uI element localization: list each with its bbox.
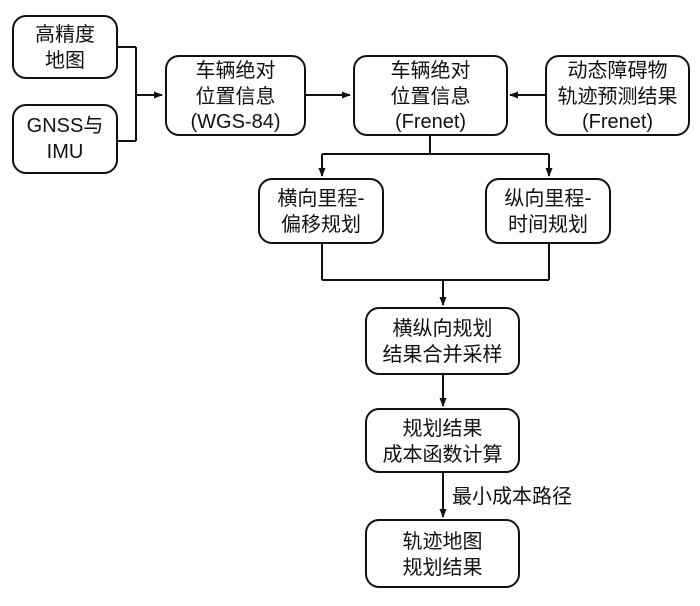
node-cost-function-line2: 成本函数计算 xyxy=(382,441,503,466)
node-final-result-line1: 轨迹地图 xyxy=(402,528,483,553)
node-lateral-planning-line1: 横向里程- xyxy=(277,186,365,210)
node-vehicle-position-frenet-line3: (Frenet) xyxy=(394,110,467,133)
node-vehicle-position-wgs84-line1: 车辆绝对 xyxy=(195,57,276,82)
node-obstacle-prediction-line3: (Frenet) xyxy=(581,110,654,133)
node-vehicle-position-wgs84-line2: 位置信息 xyxy=(195,83,276,108)
node-cost-function: 规划结果 成本函数计算 xyxy=(365,408,520,473)
node-cost-function-line1: 规划结果 xyxy=(402,415,483,440)
node-gnss-imu-line1: GNSS与 xyxy=(26,115,104,137)
node-longitudinal-planning: 纵向里程- 时间规划 xyxy=(485,178,611,244)
node-vehicle-position-wgs84-line3: (WGS-84) xyxy=(190,110,281,133)
node-final-result: 轨迹地图 规划结果 xyxy=(365,519,520,588)
node-lateral-planning: 横向里程- 偏移规划 xyxy=(258,178,384,244)
node-hd-map-line1: 高精度 xyxy=(35,22,95,46)
node-vehicle-position-frenet: 车辆绝对 位置信息 (Frenet) xyxy=(353,55,508,136)
node-vehicle-position-wgs84: 车辆绝对 位置信息 (WGS-84) xyxy=(165,55,306,136)
node-longitudinal-planning-line1: 纵向里程- xyxy=(504,186,592,210)
node-final-result-line2: 规划结果 xyxy=(402,554,483,579)
edge-label-min-cost-path: 最小成本路径 xyxy=(452,484,572,508)
node-merge-sampling-line1: 横纵向规划 xyxy=(392,316,493,340)
node-hd-map-line2: 地图 xyxy=(45,48,85,72)
node-longitudinal-planning-line2: 时间规划 xyxy=(508,212,588,236)
node-obstacle-prediction-line2: 轨迹预测结果 xyxy=(557,83,678,108)
node-hd-map: 高精度 地图 xyxy=(12,15,118,79)
node-merge-sampling-line2: 结果合并采样 xyxy=(382,342,503,366)
node-merge-sampling: 横纵向规划 结果合并采样 xyxy=(365,307,520,375)
node-obstacle-prediction-line1: 动态障碍物 xyxy=(567,57,668,82)
node-vehicle-position-frenet-line2: 位置信息 xyxy=(390,83,471,108)
node-obstacle-prediction: 动态障碍物 轨迹预测结果 (Frenet) xyxy=(545,55,690,136)
node-lateral-planning-line2: 偏移规划 xyxy=(281,212,361,236)
node-gnss-imu: GNSS与 IMU xyxy=(12,104,118,174)
node-vehicle-position-frenet-line1: 车辆绝对 xyxy=(390,57,471,82)
node-gnss-imu-line2: IMU xyxy=(46,141,84,163)
